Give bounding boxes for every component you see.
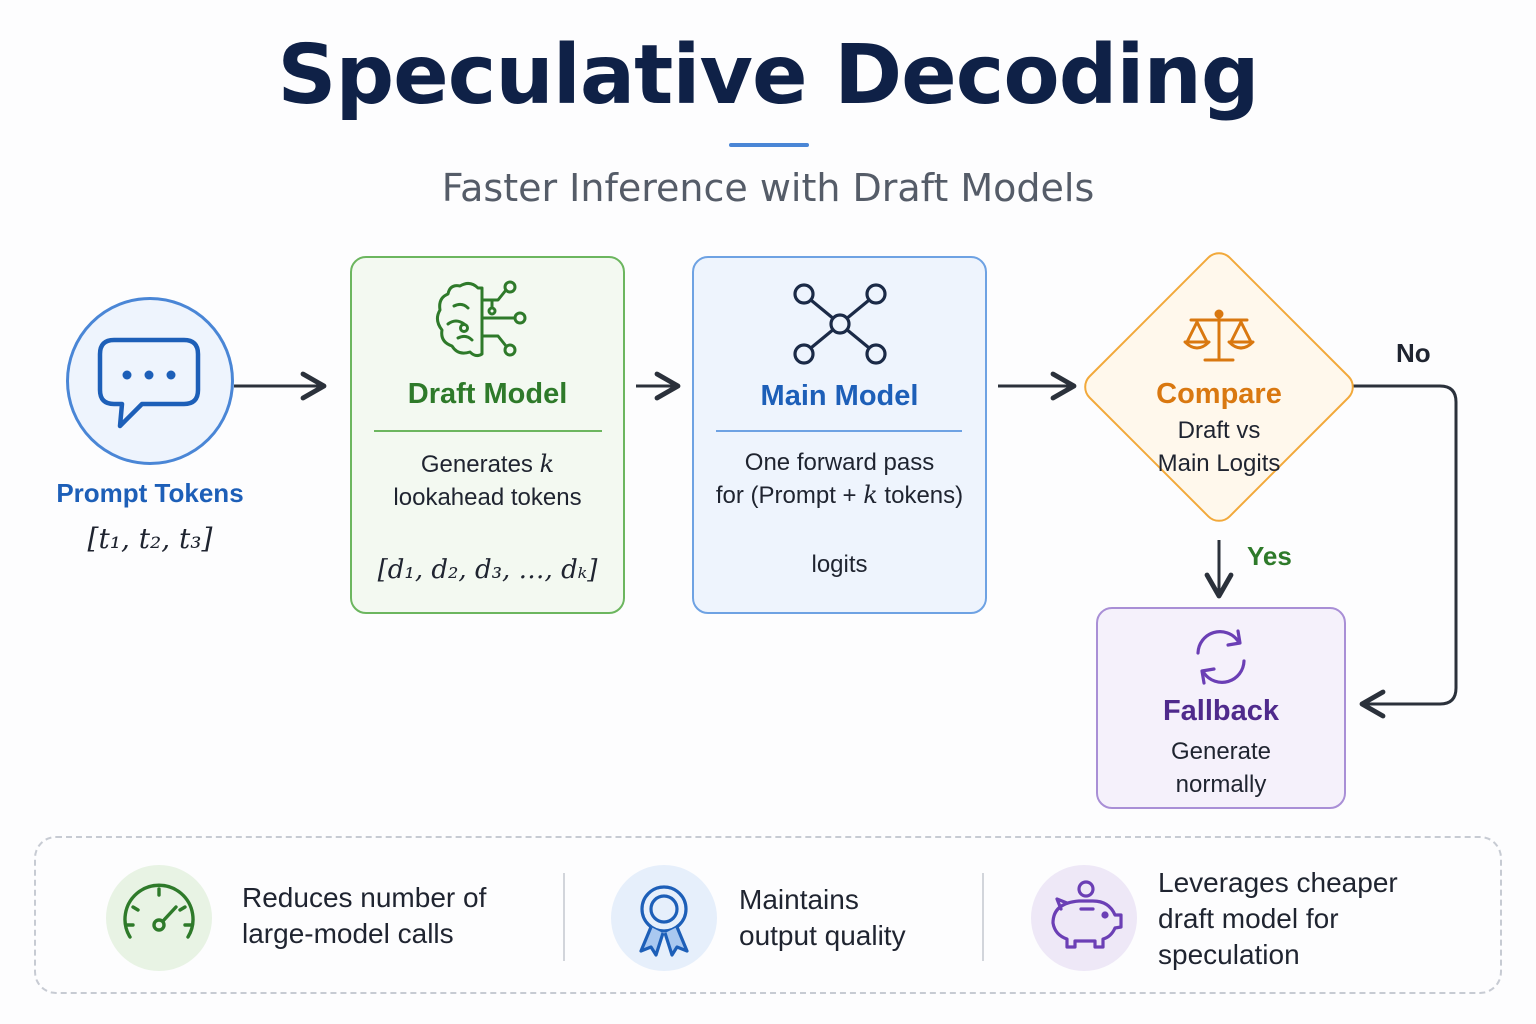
page-subtitle: Faster Inference with Draft Models [441,166,1095,210]
draft-desc-prefix: Generates [420,451,540,478]
arrow-no-to-fallback [1352,384,1458,719]
compare-desc-line1: Draft vs [1177,417,1261,444]
piggy-bank-icon [1031,865,1137,971]
draft-model-divider [374,430,602,432]
draft-model-node: Draft Model Generates k lookahead tokens… [350,256,625,614]
benefit-3-line2: draft model for [1158,903,1339,934]
scales-icon [1183,308,1255,371]
main-model-divider [716,430,962,432]
draft-model-title: Draft Model [407,378,568,410]
prompt-node [66,297,234,465]
main-model-output: logits [811,551,868,578]
draft-desc-k: k [539,450,555,478]
refresh-icon [1186,627,1256,692]
chat-bubble-icon [96,334,202,435]
draft-token-sequence: [d₁, d₂, d₃, …, dₖ] [377,555,598,585]
main-model-title: Main Model [760,380,919,412]
main-desc-prefix: for (Prompt + [715,482,864,509]
benefit-quality: Maintains output quality [739,882,906,954]
prompt-label: Prompt Tokens [56,478,244,508]
benefit-divider [563,873,565,961]
benefit-2-line2: output quality [739,920,906,951]
fallback-desc-line1: Generate [1170,738,1272,765]
speedometer-icon [106,865,212,971]
page-title: Speculative Decoding [277,28,1259,123]
draft-desc-line2: lookahead tokens [393,484,582,511]
benefit-1-line2: large-model calls [242,918,454,949]
benefit-1-line1: Reduces number of [242,882,487,913]
compare-description: Draft vs Main Logits [1109,414,1329,480]
benefit-3-line3: speculation [1158,939,1300,970]
branch-label-no: No [1396,338,1431,368]
benefit-cheaper-draft: Leverages cheaper draft model for specul… [1158,865,1398,973]
fallback-title: Fallback [1162,695,1280,727]
main-model-description: One forward pass for (Prompt + k tokens) [694,446,985,512]
fallback-desc-line2: normally [1175,771,1267,798]
compare-title: Compare [1156,378,1282,410]
brain-circuit-icon [434,278,534,367]
benefits-panel [34,836,1502,994]
award-ribbon-icon [611,865,717,971]
branch-label-yes: Yes [1247,541,1292,571]
benefit-3-line1: Leverages cheaper [1158,867,1398,898]
benefit-divider [982,873,984,961]
prompt-token-list: [t₁, t₂, t₃] [87,522,213,555]
main-model-node: Main Model One forward pass for (Prompt … [692,256,987,614]
network-icon [790,282,890,371]
fallback-node: Fallback Generate normally [1096,607,1346,809]
draft-model-description: Generates k lookahead tokens [352,448,623,514]
benefit-2-line1: Maintains [739,884,859,915]
main-desc-k: k [863,481,878,509]
main-desc-line1: One forward pass [744,449,935,476]
compare-desc-line2: Main Logits [1157,450,1281,477]
fallback-description: Generate normally [1098,735,1344,801]
main-desc-suffix: tokens) [877,482,964,509]
title-underline [729,143,809,147]
benefit-fewer-calls: Reduces number of large-model calls [242,880,486,952]
